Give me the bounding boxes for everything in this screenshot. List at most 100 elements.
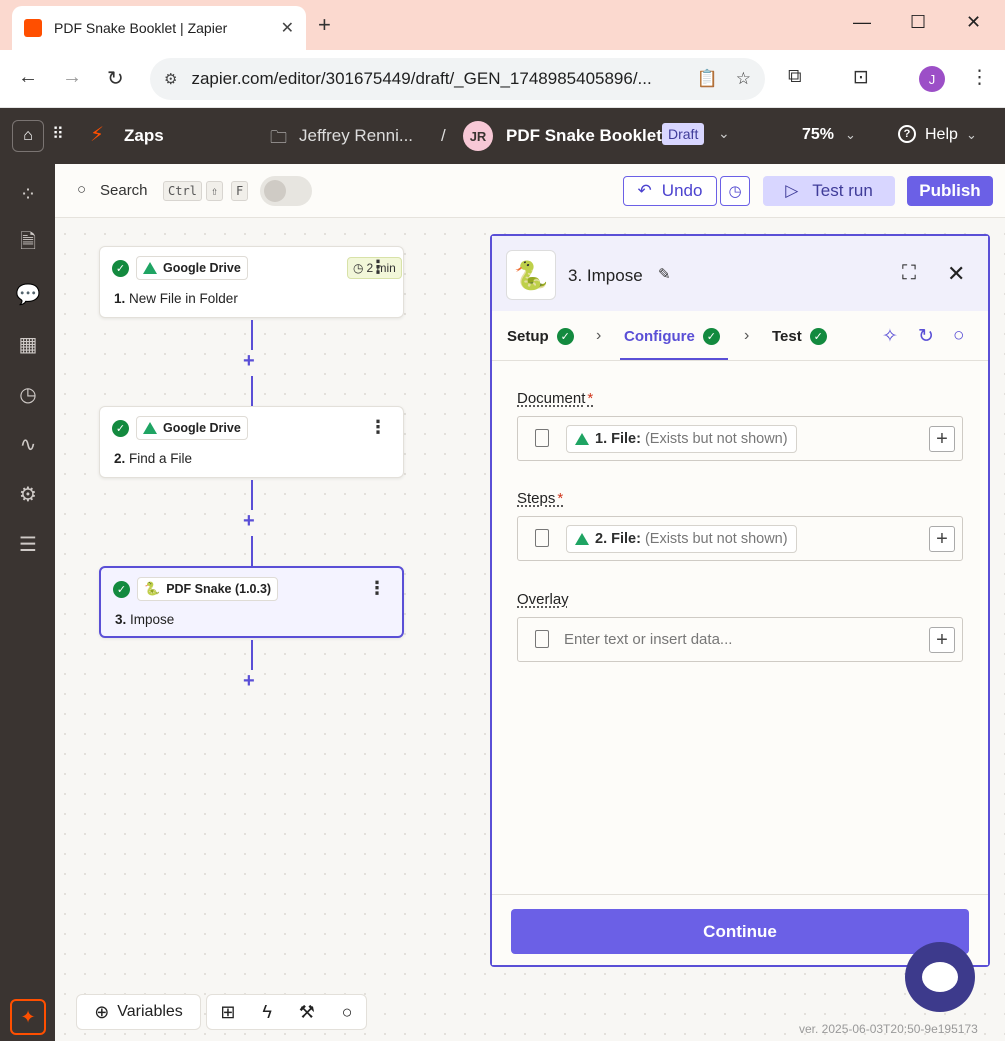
clipboard-icon[interactable]: 📋 <box>696 69 718 88</box>
more-options-icon[interactable]: ⋮ <box>369 417 387 437</box>
maximize-icon[interactable]: ☐ <box>910 12 927 32</box>
history-icon[interactable]: ◷ <box>720 176 750 206</box>
step-name: Impose <box>130 612 175 627</box>
token-hint: (Exists but not shown) <box>644 431 788 447</box>
apps-icon[interactable]: ⁘ <box>19 183 37 206</box>
add-step-icon[interactable]: + <box>243 510 255 532</box>
chevron-right-icon: › <box>744 327 750 344</box>
undo-label: Undo <box>661 181 703 200</box>
undo-arrow-icon: ↶ <box>637 181 652 200</box>
search-icon[interactable]: ○ <box>953 325 965 346</box>
zapier-favicon-icon <box>24 19 42 37</box>
publish-button[interactable]: Publish <box>907 176 993 206</box>
versions-stack-icon[interactable]: ☰ <box>19 533 37 556</box>
chevron-down-icon[interactable]: ⌄ <box>718 125 730 141</box>
step-card-3[interactable]: ✓ 🐍 PDF Snake (1.0.3) 3. Impose ⋮ <box>99 566 404 638</box>
data-token[interactable]: 2. File: (Exists but not shown) <box>566 525 797 553</box>
chat-support-icon[interactable] <box>905 942 975 1012</box>
chevron-down-icon[interactable]: ⌄ <box>966 127 977 142</box>
test-run-button[interactable]: ▷ Test run <box>763 176 895 206</box>
menu-kebab-icon[interactable]: ⋮ <box>970 67 989 88</box>
settings-gear-icon[interactable]: ⚙ <box>19 483 37 506</box>
new-tab-icon[interactable]: + <box>318 12 331 37</box>
time-badge: ◷ 2 min <box>347 257 402 279</box>
site-info-icon[interactable]: ⚙ <box>164 71 178 88</box>
app-grid-icon[interactable]: ⠿ <box>52 126 64 143</box>
tab-label: Test <box>772 328 802 345</box>
globe-icon: ⊕ <box>94 1001 110 1022</box>
activity-icon[interactable]: ∿ <box>19 433 37 456</box>
omnibox[interactable]: ⚙ zapier.com/editor/301675449/draft/_GEN… <box>150 58 765 100</box>
add-grid-icon[interactable]: ⊞ <box>220 1001 236 1022</box>
help-icon[interactable]: ? <box>898 125 916 143</box>
insert-data-button[interactable]: + <box>929 426 955 452</box>
continue-button[interactable]: Continue <box>511 909 969 954</box>
toggle-knob <box>264 180 286 202</box>
more-options-icon[interactable]: ⋮ <box>369 257 387 277</box>
zaps-link[interactable]: Zaps <box>124 126 164 145</box>
step-card-1[interactable]: ✓ Google Drive ◷ 2 min 1. New File in Fo… <box>99 246 404 318</box>
ai-copilot-icon[interactable]: ✦ <box>10 999 46 1035</box>
folder-link[interactable]: Jeffrey Renni... <box>299 126 414 145</box>
google-drive-icon <box>575 533 589 545</box>
calendar-icon[interactable]: ▦ <box>18 333 38 356</box>
overlay-field[interactable]: Enter text or insert data... + <box>517 617 963 662</box>
more-options-icon[interactable]: ⋮ <box>368 578 386 598</box>
wrench-icon[interactable]: ⚒ <box>298 1001 315 1022</box>
search-icon[interactable]: ○ <box>341 1001 353 1022</box>
pdf-snake-icon: 🐍 <box>506 250 556 300</box>
help-menu[interactable]: Help <box>925 126 958 143</box>
expand-icon[interactable]: ⛶ <box>902 262 916 284</box>
version-label: ver. 2025-06-03T20:50-9e195173 <box>799 1022 978 1036</box>
panel-title[interactable]: 3. Impose <box>568 266 643 285</box>
data-token[interactable]: 1. File: (Exists but not shown) <box>566 425 797 453</box>
minimize-icon[interactable]: — <box>853 12 871 32</box>
search-icon[interactable]: ○ <box>77 181 87 198</box>
close-icon[interactable]: ✕ <box>947 261 966 286</box>
undo-button[interactable]: ↶ Undo <box>623 176 717 206</box>
variables-button[interactable]: ⊕ Variables <box>77 1002 200 1023</box>
url-text: zapier.com/editor/301675449/draft/_GEN_1… <box>191 69 652 88</box>
insert-data-button[interactable]: + <box>929 627 955 653</box>
test-run-label: Test run <box>812 181 873 200</box>
search-button[interactable]: Search <box>100 182 148 199</box>
pdf-snake-icon: 🐍 <box>144 581 161 596</box>
refresh-icon[interactable]: ↻ <box>918 326 934 347</box>
history-clock-icon[interactable]: ◷ <box>19 383 37 406</box>
insert-data-button[interactable]: + <box>929 526 955 552</box>
connector-line <box>251 480 253 510</box>
view-toggle[interactable] <box>260 176 312 206</box>
tab-setup[interactable]: Setup ✓ <box>507 328 574 345</box>
extensions-icon[interactable]: ⧉ <box>788 66 802 87</box>
check-circle-icon: ✓ <box>113 581 130 598</box>
add-step-icon[interactable]: + <box>243 350 255 372</box>
token-hint: (Exists but not shown) <box>644 531 788 547</box>
profile-avatar[interactable]: J <box>919 66 945 92</box>
tab-test[interactable]: Test ✓ <box>772 328 827 345</box>
check-circle-icon: ✓ <box>556 328 574 345</box>
chevron-down-icon[interactable]: ⌄ <box>845 127 856 142</box>
comment-icon[interactable]: 💬 <box>15 283 41 306</box>
tab-configure[interactable]: Configure ✓ <box>624 328 720 345</box>
add-step-icon[interactable]: + <box>243 670 255 692</box>
close-window-icon[interactable]: ✕ <box>966 12 982 32</box>
ai-sparkle-icon[interactable]: ✧ <box>882 326 898 347</box>
bookmark-star-icon[interactable]: ☆ <box>735 69 751 88</box>
document-field[interactable]: 1. File: (Exists but not shown) + <box>517 416 963 461</box>
forward-icon[interactable]: → <box>62 66 82 88</box>
home-icon[interactable]: ⌂ <box>12 120 44 152</box>
reload-icon[interactable]: ↻ <box>107 68 124 90</box>
back-icon[interactable]: ← <box>18 66 38 88</box>
variables-control[interactable]: ⊕ Variables <box>76 994 201 1030</box>
lightning-icon[interactable]: ϟ <box>262 1001 272 1022</box>
steps-field[interactable]: 2. File: (Exists but not shown) + <box>517 516 963 561</box>
step-card-2[interactable]: ✓ Google Drive 2. Find a File ⋮ <box>99 406 404 478</box>
zoom-level[interactable]: 75% <box>802 126 835 143</box>
close-tab-icon[interactable]: ✕ <box>280 20 294 37</box>
edit-pencil-icon[interactable]: ✎ <box>658 266 671 283</box>
browser-tab[interactable]: PDF Snake Booklet | Zapier ✕ <box>12 6 306 50</box>
zap-name[interactable]: PDF Snake Booklet <box>506 126 662 145</box>
zap-file-icon[interactable]: 🗎 <box>19 231 37 253</box>
play-icon: ▷ <box>785 181 799 200</box>
search-tabs-icon[interactable]: ⊡ <box>853 67 869 88</box>
